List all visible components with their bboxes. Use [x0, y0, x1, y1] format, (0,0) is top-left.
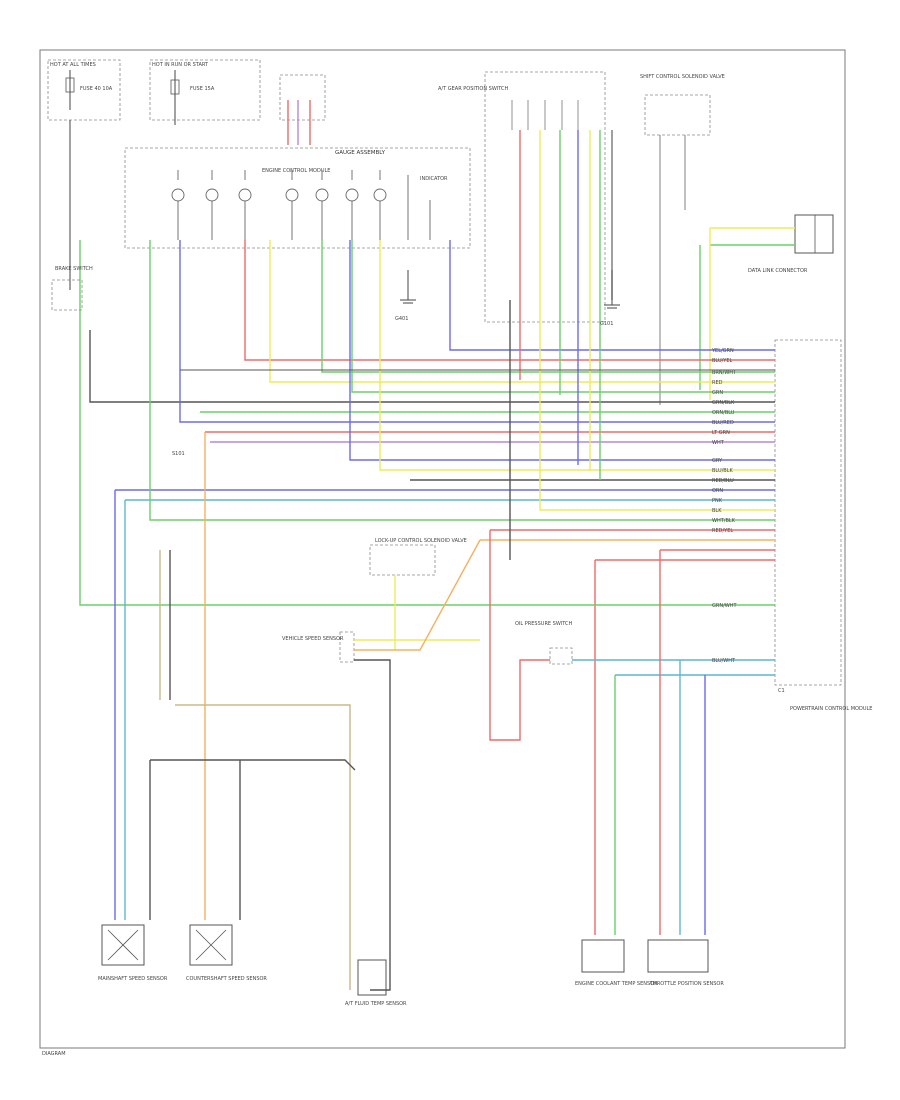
brake-switch: BRAKE SWITCH	[51, 120, 93, 311]
wire-color-labels: YEL/GRN BLU/YEL BRN/WHT RED GRN GRN/BLK …	[711, 348, 737, 664]
diagram-frame	[39, 49, 846, 1049]
tps-label: THROTTLE POSITION SENSOR	[649, 981, 724, 987]
wire-label-17: RED/YEL	[712, 528, 733, 534]
wire-label-16: WHT/BLK	[712, 518, 736, 524]
left-sensor-wires	[114, 432, 356, 990]
ground-g401: G401	[395, 270, 416, 322]
wire-label-10: GRY	[712, 458, 723, 464]
wire-label-0: YEL/GRN	[711, 348, 734, 354]
wire-label-1: BLU/YEL	[712, 358, 733, 364]
gear-switch-wires	[509, 130, 613, 560]
shift-control-solenoid: SHIFT CONTROL SOLENOID VALVE	[640, 74, 725, 405]
fuse-2-detail: FUSE 15A	[190, 86, 215, 92]
wire-label-6: ORN/BLU	[712, 410, 735, 416]
brake-switch-label: BRAKE SWITCH	[55, 266, 93, 272]
mainshaft-sensor: MAINSHAFT SPEED SENSOR	[98, 924, 168, 982]
wire-label-15: BLK	[712, 508, 722, 514]
wire-label-2: BRN/WHT	[712, 370, 737, 376]
oil-switch-label: OIL PRESSURE SWITCH	[515, 621, 573, 627]
atf-label: A/T FLUID TEMP SENSOR	[345, 1001, 407, 1007]
ect-sensor: ENGINE COOLANT TEMP SENSOR	[575, 675, 658, 987]
ground-g101: G101	[600, 270, 620, 327]
wire-label-9: WHT	[712, 440, 725, 446]
lockup-label: LOCK-UP CONTROL SOLENOID VALVE	[375, 538, 467, 544]
wire-label-19: BLU/WHT	[712, 658, 736, 664]
atf-temp-sensor: A/T FLUID TEMP SENSOR	[345, 959, 407, 1007]
gauge-assembly: GAUGE ASSEMBLY ENGINE CONTROL MODULE IND…	[124, 147, 471, 249]
gauge-assembly-label: GAUGE ASSEMBLY	[335, 150, 386, 156]
countershaft-label: COUNTERSHAFT SPEED SENSOR	[186, 976, 267, 982]
gear-position-switch: A/T GEAR POSITION SWITCH	[438, 71, 606, 323]
wire-label-14: PNK	[712, 498, 723, 504]
fuse-block-1: HOT AT ALL TIMES FUSE 40 10A	[47, 59, 121, 121]
splice-label: S101	[172, 451, 185, 457]
splice-area: S101	[172, 369, 775, 457]
bus-wires	[79, 130, 775, 740]
top-relay	[279, 74, 326, 145]
data-link-label: DATA LINK CONNECTOR	[748, 268, 808, 274]
wire-label-4: GRN	[712, 390, 723, 396]
fuse-block-2: HOT IN RUN OR START FUSE 15A	[149, 59, 261, 125]
oil-pressure-switch: OIL PRESSURE SWITCH	[489, 530, 775, 741]
vss-label: VEHICLE SPEED SENSOR	[282, 636, 344, 642]
wire-label-8: LT GRN	[712, 430, 730, 436]
wire-label-3: RED	[712, 380, 723, 386]
mainshaft-label: MAINSHAFT SPEED SENSOR	[98, 976, 168, 982]
wire-label-18: GRN/WHT	[712, 603, 737, 609]
lockup-solenoid: LOCK-UP CONTROL SOLENOID VALVE	[369, 538, 467, 650]
ground-2-label: G101	[600, 321, 613, 327]
fuse-2-label: HOT IN RUN OR START	[152, 62, 209, 68]
gear-switch-label: A/T GEAR POSITION SWITCH	[438, 86, 509, 92]
shift-control-label: SHIFT CONTROL SOLENOID VALVE	[640, 74, 725, 80]
wire-label-12: RED/BLU	[712, 478, 734, 484]
fuse-1-detail: FUSE 40 10A	[80, 86, 113, 92]
wire-label-13: ORN	[712, 488, 723, 494]
ground-1-label: G401	[395, 316, 408, 322]
tcm-label: POWERTRAIN CONTROL MODULE	[790, 706, 872, 712]
indicator-label: INDICATOR	[420, 176, 448, 182]
tcm-module: C1 POWERTRAIN CONTROL MODULE	[774, 339, 872, 712]
wire-label-7: BLU/RED	[712, 420, 734, 426]
warning-light-label: ENGINE CONTROL MODULE	[262, 168, 330, 174]
tcm-connector-label: C1	[778, 688, 785, 694]
page-reference: DIAGRAM	[42, 1051, 66, 1057]
fuse-1-label: HOT AT ALL TIMES	[50, 62, 96, 68]
wire-label-11: BLU/BLK	[712, 468, 734, 474]
ect-label: ENGINE COOLANT TEMP SENSOR	[575, 981, 658, 987]
wire-label-5: GRN/BLK	[712, 400, 735, 406]
countershaft-sensor: COUNTERSHAFT SPEED SENSOR	[186, 924, 267, 982]
tps-sensor: THROTTLE POSITION SENSOR	[647, 550, 724, 987]
vehicle-speed-sensor: VEHICLE SPEED SENSOR	[282, 539, 481, 991]
